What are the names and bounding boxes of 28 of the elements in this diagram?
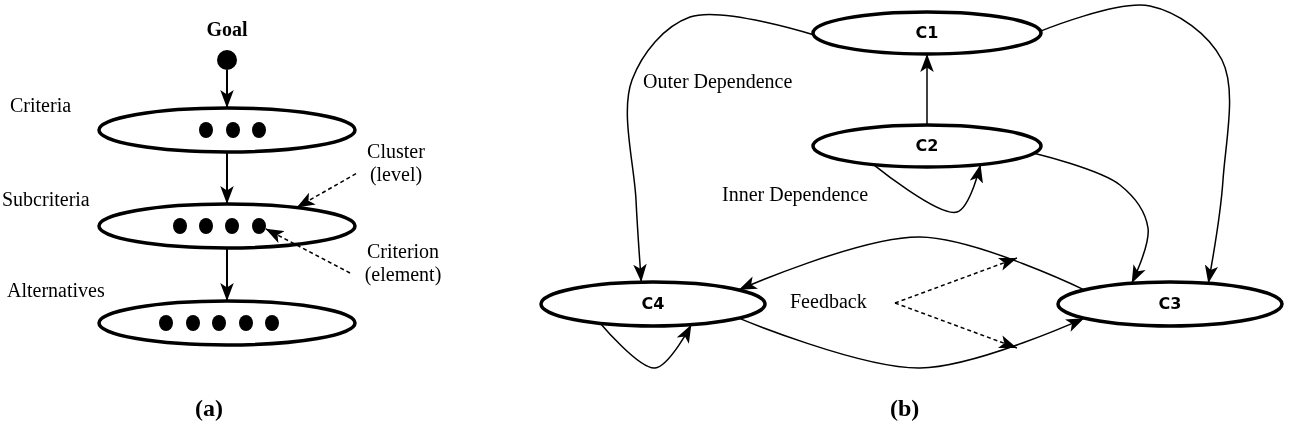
cluster-name: C3 (1157, 294, 1183, 313)
level-label: Criteria (10, 94, 72, 117)
arrow (220, 151, 234, 205)
arrow (264, 228, 351, 274)
level-label: Goal (205, 18, 249, 41)
arrow (738, 236, 1085, 291)
arrow (220, 247, 234, 302)
panel-label: (b) (890, 395, 920, 423)
arrow (1039, 4, 1231, 285)
cluster-name: C2 (914, 136, 940, 155)
arrow (220, 69, 234, 109)
arrow (599, 322, 693, 369)
level-label: Subcriteria (2, 188, 90, 211)
arrow (295, 172, 357, 209)
arrow (894, 302, 1018, 349)
arrow (920, 53, 934, 126)
arrow (738, 317, 1085, 369)
cluster-name: C1 (914, 23, 940, 42)
annotation-text: Feedback (790, 290, 868, 313)
annotation-text: Cluster (level) (366, 140, 426, 186)
cluster-name: C4 (640, 294, 666, 313)
arrow (626, 13, 815, 283)
arrow (894, 257, 1018, 304)
panel-label: (a) (195, 395, 223, 423)
annotation-text: Outer Dependence (643, 70, 793, 93)
annotation-text: Inner Dependence (722, 183, 869, 206)
annotation-text: Criterion (element) (363, 240, 443, 286)
level-label: Alternatives (7, 279, 105, 302)
